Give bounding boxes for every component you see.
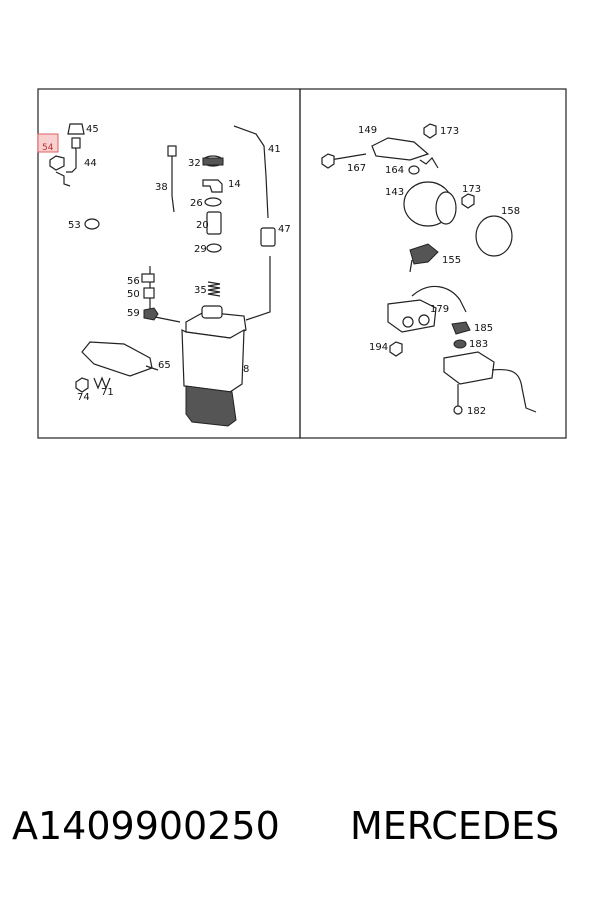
label-194: 194 <box>369 342 388 353</box>
label-38: 38 <box>155 182 168 193</box>
part-44-connector <box>71 137 81 149</box>
label-74: 74 <box>77 392 90 403</box>
part-50-fitting <box>143 287 155 299</box>
part-14-elbow <box>202 179 223 193</box>
part-158-clamp <box>475 215 513 257</box>
part-54-nut <box>49 155 65 171</box>
label-173a: 173 <box>440 126 459 137</box>
label-20: 20 <box>196 220 209 231</box>
part-38-handle <box>167 145 177 157</box>
label-179: 179 <box>430 304 449 315</box>
part-26-oring <box>204 197 222 207</box>
part-179-port-a <box>402 316 414 328</box>
label-183: 183 <box>469 339 488 350</box>
part-65-bolt <box>145 365 159 371</box>
label-32: 32 <box>188 158 201 169</box>
part-164-washer <box>408 165 420 175</box>
label-164: 164 <box>385 165 404 176</box>
part-185-connector <box>451 321 471 335</box>
part-65-strap <box>81 341 153 377</box>
brand-text: MERCEDES <box>350 804 560 848</box>
label-41: 41 <box>268 144 281 155</box>
part-54-bracket <box>55 171 71 187</box>
part-38-dipstick <box>171 148 175 213</box>
label-155: 155 <box>442 255 461 266</box>
part-47-bushing <box>260 227 276 247</box>
part-173-nut-second <box>461 193 475 209</box>
part-56-fitting <box>141 273 155 283</box>
part-143-wire <box>419 157 439 169</box>
highlight-box-54[interactable] <box>37 133 59 153</box>
part-29-seal <box>206 243 222 253</box>
label-54: 54 <box>42 143 54 153</box>
label-47: 47 <box>278 224 291 235</box>
label-45: 45 <box>86 124 99 135</box>
part-155-lead <box>409 259 413 273</box>
part-45-cap <box>67 123 85 135</box>
part-173-nut-top <box>423 123 437 139</box>
label-167: 167 <box>347 163 366 174</box>
label-29: 29 <box>194 244 207 255</box>
part-182-sensor <box>443 351 495 385</box>
right-panel-frame <box>299 88 567 439</box>
label-44: 44 <box>84 158 97 169</box>
part-8-reservoir-bottom <box>185 385 237 427</box>
part-number-text: A1409900250 <box>12 804 280 848</box>
part-167-bolt <box>329 153 367 161</box>
part-53-grommet <box>84 218 100 230</box>
label-14: 14 <box>228 179 241 190</box>
part-20-filter <box>206 211 222 235</box>
part-59-clip <box>143 307 159 321</box>
part-179-relay <box>387 299 437 333</box>
label-149: 149 <box>358 125 377 136</box>
label-182: 182 <box>467 406 486 417</box>
leader-8 <box>245 256 271 321</box>
caption-bar: A1409900250 MERCEDES <box>0 800 600 860</box>
part-167-head <box>321 153 335 169</box>
label-158: 158 <box>501 206 520 217</box>
label-35: 35 <box>194 285 207 296</box>
part-143-motor-face <box>435 191 457 225</box>
part-155-bracket <box>409 243 439 265</box>
part-71-spring <box>93 376 111 390</box>
part-41-pipe <box>233 125 269 219</box>
label-65: 65 <box>158 360 171 371</box>
label-185: 185 <box>474 323 493 334</box>
part-8-reservoir-body <box>181 328 245 393</box>
part-hose-long-inner <box>72 171 152 269</box>
part-149-bracket <box>371 137 430 161</box>
part-194-nut <box>389 341 403 357</box>
part-182-bolt-head <box>453 405 463 415</box>
label-71: 71 <box>101 387 114 398</box>
label-50: 50 <box>127 289 140 300</box>
label-26: 26 <box>190 198 203 209</box>
part-179-port-b <box>418 314 430 326</box>
part-182-wire <box>491 368 537 413</box>
part-183-grommet <box>453 339 467 349</box>
label-53: 53 <box>68 220 81 231</box>
part-179-wire <box>411 285 467 313</box>
label-8: 8 <box>243 364 249 375</box>
label-59: 59 <box>127 308 140 319</box>
part-32-ring-body <box>202 157 224 166</box>
label-173b: 173 <box>462 184 481 195</box>
label-143: 143 <box>385 187 404 198</box>
part-74-nut <box>75 377 89 393</box>
part-8-cap <box>201 305 223 319</box>
part-35-spring <box>207 281 221 297</box>
label-56: 56 <box>127 276 140 287</box>
